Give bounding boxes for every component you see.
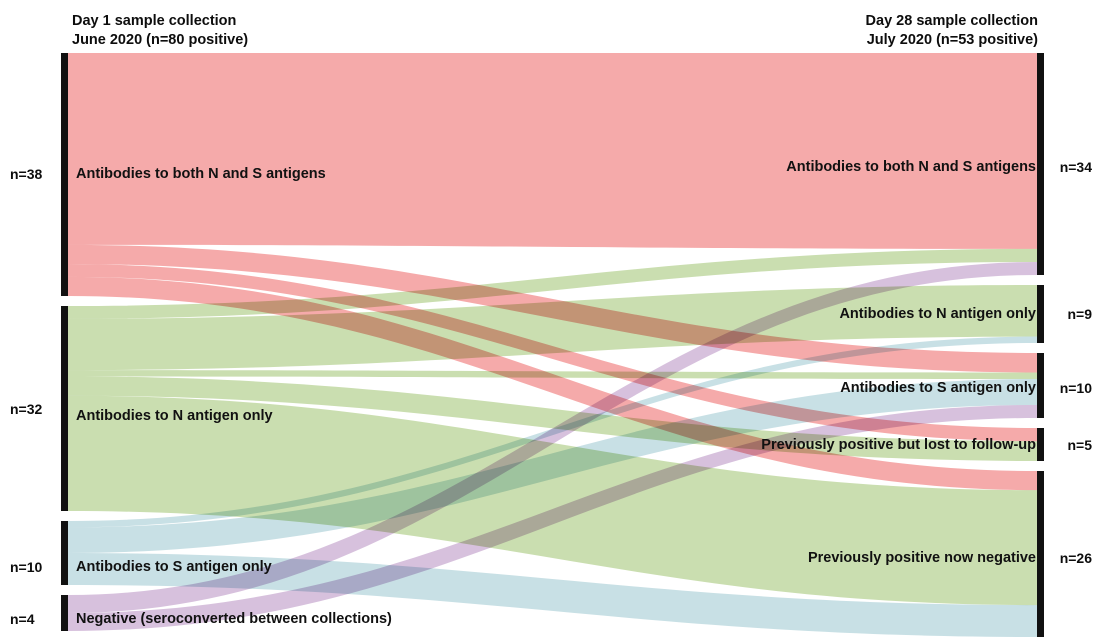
sankey-link — [68, 405, 1037, 631]
left-node-count-both-n-and-s: n=38 — [10, 166, 43, 182]
left-column-header: Day 1 sample collection June 2020 (n=80 … — [72, 13, 249, 48]
sankey-node-bar-right-R1[interactable] — [1037, 53, 1044, 275]
right-node-count-s-only: n=10 — [1059, 380, 1092, 396]
right-node-label-now-negative: Previously positive now negative — [807, 550, 1036, 566]
right-node-label-both-n-and-s: Antibodies to both N and S antigens — [786, 159, 1036, 175]
sankey-node-bar-right-R3[interactable] — [1037, 353, 1044, 418]
right-node-count-n-only: n=9 — [1067, 306, 1092, 322]
right-node-count-lost-to-follow-up: n=5 — [1067, 437, 1092, 453]
sankey-node-bar-right-R2[interactable] — [1037, 285, 1044, 343]
sankey-node-bar-left-L4[interactable] — [61, 595, 68, 631]
sankey-node-bar-left-L3[interactable] — [61, 521, 68, 585]
sankey-link — [67, 276, 1037, 491]
right-node-label-s-only: Antibodies to S antigen only — [840, 380, 1036, 396]
sankey-ribbons — [67, 53, 1037, 637]
left-node-label-s-only: Antibodies to S antigen only — [76, 559, 272, 575]
left-node-label-both-n-and-s: Antibodies to both N and S antigens — [76, 166, 326, 182]
sankey-node-bar-left-L2[interactable] — [61, 306, 68, 511]
left-node-label-negative: Negative (seroconverted between collecti… — [76, 611, 392, 627]
right-node-count-both-n-and-s: n=34 — [1059, 159, 1092, 175]
sankey-link — [68, 370, 1037, 379]
left-node-count-negative: n=4 — [10, 611, 35, 627]
sankey-node-bar-left-L1[interactable] — [61, 53, 68, 296]
left-node-label-n-only: Antibodies to N antigen only — [76, 408, 273, 424]
sankey-link — [68, 53, 1037, 249]
sankey-node-bar-right-R4[interactable] — [1037, 428, 1044, 461]
right-column-header: Day 28 sample collection July 2020 (n=53… — [865, 13, 1038, 48]
sankey-link — [68, 395, 1037, 606]
left-node-count-s-only: n=10 — [10, 559, 43, 575]
right-node-label-n-only: Antibodies to N antigen only — [839, 306, 1036, 322]
right-node-count-now-negative: n=26 — [1059, 550, 1092, 566]
right-node-label-lost-to-follow-up: Previously positive but lost to follow-u… — [761, 437, 1036, 453]
sankey-link — [68, 261, 1037, 613]
sankey-node-bars — [61, 53, 1044, 637]
sankey-link — [68, 248, 1037, 319]
sankey-node-bar-right-R5[interactable] — [1037, 471, 1044, 637]
sankey-link — [68, 379, 1037, 553]
left-node-count-n-only: n=32 — [10, 401, 43, 417]
sankey-link — [68, 553, 1037, 637]
